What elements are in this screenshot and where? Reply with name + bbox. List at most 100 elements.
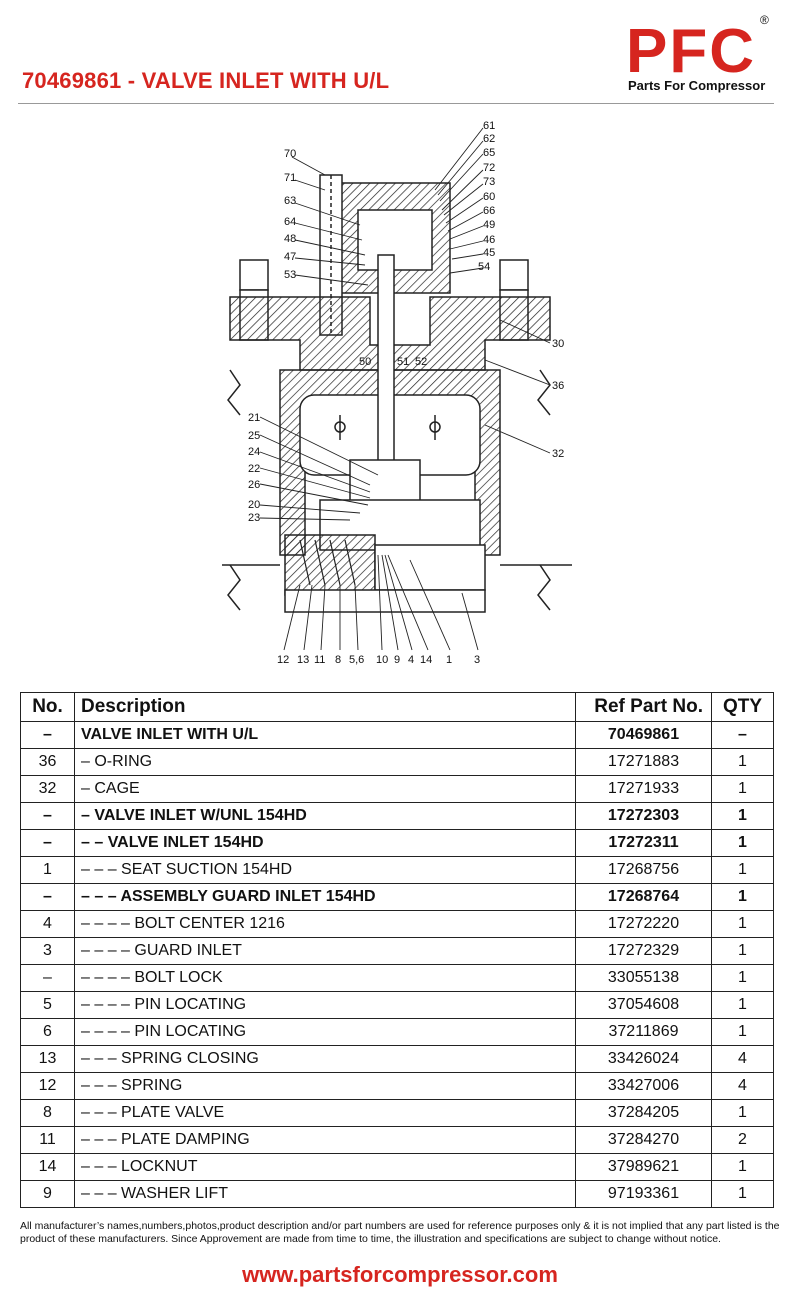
column-header-ref-part-no: Ref Part No. — [575, 692, 712, 722]
callout-3: 3 — [474, 654, 480, 666]
callout-24: 24 — [248, 446, 260, 458]
cell-qty: – — [711, 721, 774, 749]
cell-ref-part-no: 17272220 — [575, 910, 712, 938]
cell-no: 14 — [20, 1153, 75, 1181]
callout-36: 36 — [552, 380, 564, 392]
callout-64: 64 — [284, 216, 296, 228]
cell-ref-part-no: 17272329 — [575, 937, 712, 965]
cell-qty: 1 — [711, 748, 774, 776]
cell-ref-part-no: 97193361 — [575, 1180, 712, 1208]
cell-description: – – – – GUARD INLET — [74, 937, 576, 965]
callout-20: 20 — [248, 499, 260, 511]
cell-description: – – – LOCKNUT — [74, 1153, 576, 1181]
cell-no: 32 — [20, 775, 75, 803]
cell-description: – O-RING — [74, 748, 576, 776]
cell-no: 12 — [20, 1072, 75, 1100]
callout-25: 25 — [248, 430, 260, 442]
cell-description: VALVE INLET WITH U/L — [74, 721, 576, 749]
cell-no: 13 — [20, 1045, 75, 1073]
cell-no: – — [20, 829, 75, 857]
cell-ref-part-no: 33055138 — [575, 964, 712, 992]
cell-ref-part-no: 37054608 — [575, 991, 712, 1019]
callout-47: 47 — [284, 251, 296, 263]
callout-62: 62 — [483, 133, 495, 145]
callout-46: 46 — [483, 234, 495, 246]
valve-cross-section-drawing: 61 62 65 72 73 60 66 49 46 45 54 70 71 6… — [222, 120, 572, 666]
page-header: 70469861 - VALVE INLET WITH U/L PFC ® Pa… — [0, 0, 800, 110]
callout-50: 50 — [359, 356, 371, 368]
callout-leader-lines — [259, 127, 551, 651]
callout-1: 1 — [446, 654, 452, 666]
cell-description: – – – – BOLT LOCK — [74, 964, 576, 992]
callout-70: 70 — [284, 148, 296, 160]
cell-no: 1 — [20, 856, 75, 884]
callout-71: 71 — [284, 172, 296, 184]
callout-11: 11 — [314, 654, 325, 666]
callout-54: 54 — [478, 261, 490, 273]
parts-table-header: No. Description Ref Part No. QTY — [20, 692, 774, 722]
callout-63: 63 — [284, 195, 296, 207]
callout-73: 73 — [483, 176, 495, 188]
callout-26: 26 — [248, 479, 260, 491]
callout-30: 30 — [552, 338, 564, 350]
cell-ref-part-no: 33427006 — [575, 1072, 712, 1100]
cell-ref-part-no: 17268756 — [575, 856, 712, 884]
callout-9: 9 — [394, 654, 400, 666]
cell-ref-part-no: 37284205 — [575, 1099, 712, 1127]
cell-no: 36 — [20, 748, 75, 776]
cell-qty: 1 — [711, 910, 774, 938]
cell-description: – – – ASSEMBLY GUARD INLET 154HD — [74, 883, 576, 911]
callout-49: 49 — [483, 219, 495, 231]
cell-no: 11 — [20, 1126, 75, 1154]
callout-61: 61 — [483, 120, 495, 132]
callout-52: 52 — [415, 356, 427, 368]
callout-labels: 61 62 65 72 73 60 66 49 46 45 54 70 71 6… — [248, 120, 564, 666]
callout-32: 32 — [552, 448, 564, 460]
cell-description: – – – PLATE DAMPING — [74, 1126, 576, 1154]
callout-23: 23 — [248, 512, 260, 524]
cell-qty: 1 — [711, 829, 774, 857]
cell-no: 9 — [20, 1180, 75, 1208]
logo-tagline: Parts For Compressor — [628, 78, 766, 93]
column-header-no: No. — [20, 692, 75, 722]
cell-qty: 1 — [711, 1018, 774, 1046]
callout-14: 14 — [420, 654, 432, 666]
website-link[interactable]: www.partsforcompressor.com — [242, 1262, 558, 1287]
cell-no: – — [20, 883, 75, 911]
callout-13: 13 — [297, 654, 309, 666]
callout-65: 65 — [483, 147, 495, 159]
callout-45: 45 — [483, 247, 495, 259]
cell-description: – – – – PIN LOCATING — [74, 1018, 576, 1046]
cell-qty: 4 — [711, 1045, 774, 1073]
cell-no: – — [20, 964, 75, 992]
cell-description: – – VALVE INLET 154HD — [74, 829, 576, 857]
logo-letters: PFC — [626, 17, 756, 86]
cell-qty: 1 — [711, 937, 774, 965]
cell-ref-part-no: 17271883 — [575, 748, 712, 776]
cell-no: – — [20, 721, 75, 749]
disclaimer-text: All manufacturer’s names,numbers,photos,… — [20, 1220, 780, 1245]
callout-66: 66 — [483, 205, 495, 217]
cell-qty: 1 — [711, 1180, 774, 1208]
cell-no: 6 — [20, 1018, 75, 1046]
cell-qty: 1 — [711, 802, 774, 830]
cell-qty: 1 — [711, 883, 774, 911]
cell-description: – – – – PIN LOCATING — [74, 991, 576, 1019]
callout-21: 21 — [248, 412, 260, 424]
cell-ref-part-no: 17268764 — [575, 883, 712, 911]
